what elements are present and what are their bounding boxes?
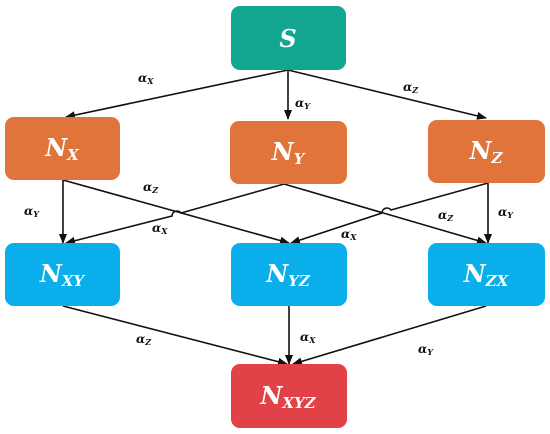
node-nzx-label: NZX [463, 259, 510, 290]
edge-ny-nxy [65, 183, 285, 245]
label-ny-nzx: αZ [438, 208, 454, 223]
edge-s-nx [65, 69, 289, 120]
node-s-label: S [279, 24, 296, 53]
edge-ny-nzx [283, 183, 487, 245]
node-nxyz-box [231, 364, 347, 428]
node-nyz[interactable]: NYZ [231, 243, 347, 306]
label-nx-nyz: αZ [143, 180, 159, 195]
node-nxy-box [5, 243, 120, 306]
node-nzx-box [428, 243, 545, 306]
label-ny-nxy: αX [152, 221, 168, 236]
node-nx-box [5, 117, 120, 180]
label-s-ny: αY [295, 96, 311, 111]
node-nyz-label: NYZ [265, 259, 311, 290]
node-nz-box [428, 120, 545, 183]
node-nz[interactable]: NZ [428, 120, 545, 183]
edge-labels: αX αY αZ αY αZ αX αX αZ αY αZ αX [24, 71, 514, 357]
label-nxy-nxyz: αZ [136, 332, 152, 347]
node-ny-label: NY [271, 137, 306, 168]
node-nx[interactable]: NX [5, 117, 120, 180]
nodes: S NX NY NZ NXY [5, 6, 545, 428]
node-nxyz-label: NXYZ [259, 381, 316, 412]
label-nyz-nxyz: αX [300, 330, 316, 345]
label-s-nx: αX [138, 71, 154, 86]
label-nz-nyz: αX [341, 227, 357, 242]
edge-nxy-nxyz [62, 305, 288, 366]
node-s-box [231, 6, 346, 70]
node-nzx[interactable]: NZX [428, 243, 545, 306]
node-ny[interactable]: NY [230, 121, 347, 184]
edge-nz-nyz [290, 182, 489, 244]
edge-s-nz [287, 69, 487, 120]
node-nxy[interactable]: NXY [5, 243, 120, 306]
label-nzx-nxyz: αY [418, 342, 434, 357]
node-nxyz[interactable]: NXYZ [231, 364, 347, 428]
edges [59, 69, 492, 366]
node-nx-label: NX [44, 133, 80, 164]
node-nz-label: NZ [469, 136, 504, 167]
edge-nzx-nxyz [292, 305, 487, 366]
node-s[interactable]: S [231, 6, 346, 70]
label-s-nz: αZ [403, 80, 419, 95]
node-nxy-label: NXY [39, 259, 86, 290]
label-nx-nxy: αY [24, 204, 40, 219]
node-ny-box [230, 121, 347, 184]
label-nz-nzx: αY [498, 205, 514, 220]
node-nyz-box [231, 243, 347, 306]
